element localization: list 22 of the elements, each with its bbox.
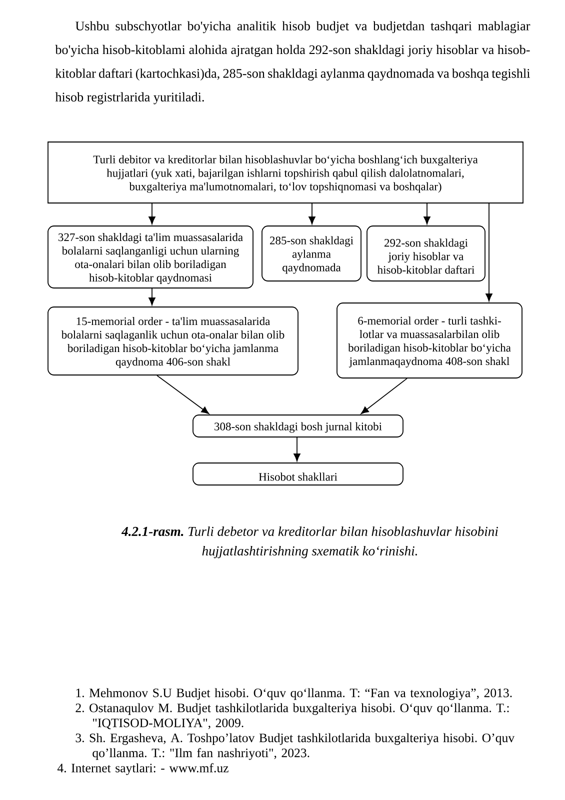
arrow xyxy=(360,378,408,414)
reference-item: 3. Sh. Ergasheva, A. Toshpo’latov Budjet tashkilotlarida buxgalteriya hisobi. O’quv qo’llanma. T.: "Ilm fan nashriyoti", 2023. xyxy=(76,733,515,760)
reference-item: 1. Mehmonov S.U Budjet hisobi. O‘quv qo‘llanma. T: “Fan va texnologiya”, 2013. xyxy=(76,688,512,700)
process-box: 327-son shakldagi ta'lim muassasalarida bolalarni saqlanganligi uchun ularning ota-onalari bilan olib boriladigan hisob-kitoblar qaydnomasi xyxy=(48,226,254,288)
arrow xyxy=(148,203,156,224)
arrow xyxy=(486,203,492,302)
process-box: 15-memorial order - ta'lim muassasalarida bolalarni saqlaganlik uchun ota-onalar bilan olib boriladigan hisob-kitoblar bo‘yicha jamlanma qaydnoma 406-son shakl xyxy=(48,306,298,376)
process-box: 308-son shakldagi bosh jurnal kitobi xyxy=(192,414,404,438)
arrow xyxy=(294,437,300,462)
process-box: 285-son shakldagi aylanma qaydnomada xyxy=(262,226,362,282)
reference-item: 4. Internet saytlari: - www.mf.uz xyxy=(57,763,228,775)
arrow xyxy=(308,203,316,224)
reference-item: 2. Ostanaqulov M. Budjet tashkilotlarida buxgalteriya hisobi. O‘quv qo‘llanma. T.: "IQTISOD-MOLIYA", 2009. xyxy=(76,703,509,730)
arrow xyxy=(148,288,156,306)
process-box: 292-son shakldagi joriy hisoblar va hisob-kitoblar daftari xyxy=(366,226,486,282)
text-paragraph: Ushbu subschyotlar bo'yicha analitik hisob budjet va budjetdan tashqari mablagiar bo'yicha hisob-kitoblami alohida ajratgan holda 292-son shakldagi joriy hisoblar va hisob-kitoblar daftari (kartochkasi)da, 285-son shakldagi aylanma qaydnomada va boshqa tegishli hisob registrlarida yuritiladi. xyxy=(55,21,530,104)
arrow xyxy=(424,203,430,224)
process-box: Turli debitor va kreditorlar bilan hisoblashuvlar bo‘yicha boshlang‘ich buxgalteriya hujjatlari (yuk xati, bajarilgan ishlarni topshirish qabul qilish dalolatnomalari, buxgalteriya ma'lumotnomalari, to‘lov topshiqnomasi va boshqalar) xyxy=(48,142,524,204)
process-box: 6-memorial order - turli tashki-lotlar va muassasalarbilan olib boriladigan hisob-kitoblar bo‘yicha jamlanmaqaydnoma 408-son shakl xyxy=(336,302,522,378)
process-box: Hisobot shakllari xyxy=(192,462,404,486)
figure-caption: 4.2.1-rasm. Turli debetor va kreditorlar bilan hisoblashuvlar hisobini hujjatlashtirishning sxematik ko‘rinishi. xyxy=(121,526,498,558)
arrow xyxy=(156,375,210,414)
